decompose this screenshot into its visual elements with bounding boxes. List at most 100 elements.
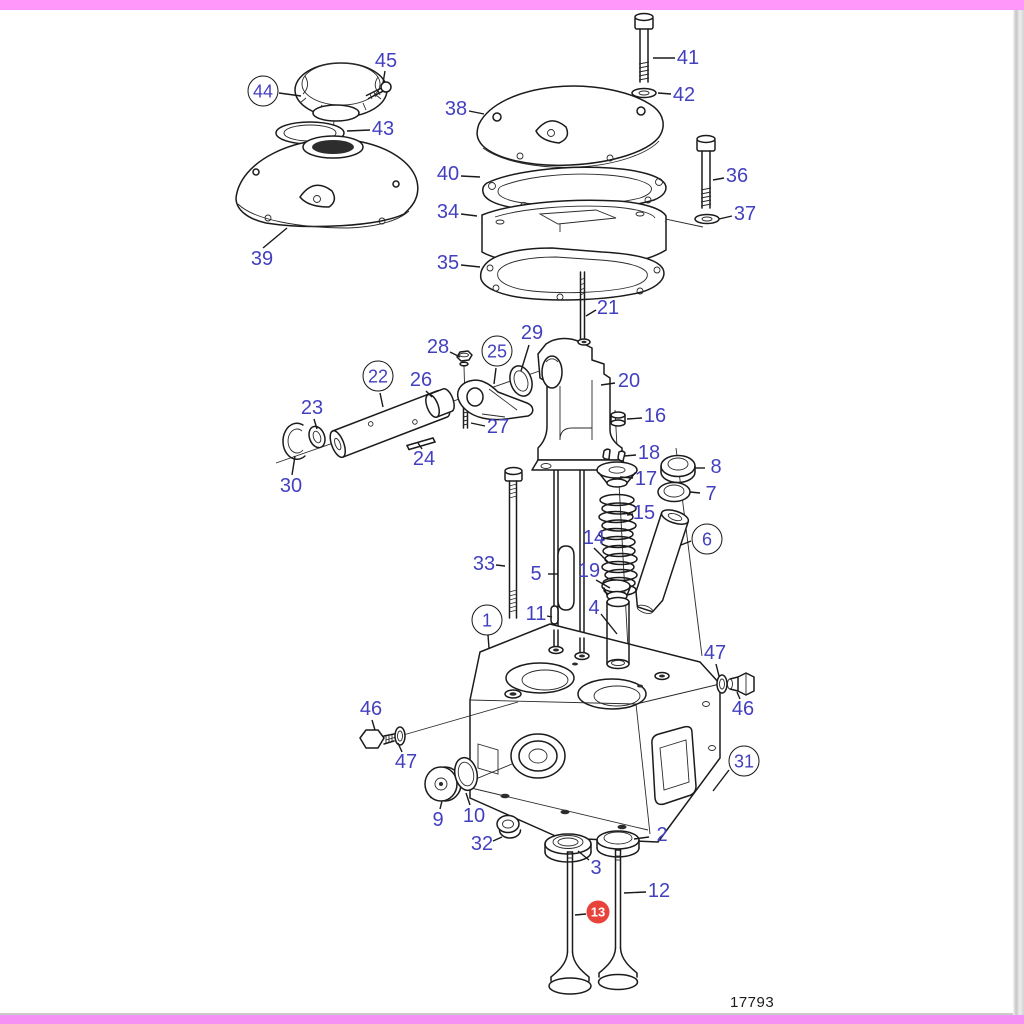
nut-28 xyxy=(456,350,473,402)
leader-line-7 xyxy=(689,491,701,494)
callout-27[interactable]: 27 xyxy=(486,416,510,438)
leader-line-14 xyxy=(593,547,609,563)
retaining-washer-30 xyxy=(282,422,306,460)
leader-line-47 xyxy=(397,742,403,753)
callout-33[interactable]: 33 xyxy=(472,553,496,575)
rocker-arm-25 xyxy=(456,379,534,421)
callout-29[interactable]: 29 xyxy=(520,322,544,344)
valve-cap-16 xyxy=(610,411,626,427)
callout-20[interactable]: 20 xyxy=(617,370,641,392)
callout-44[interactable]: 44 xyxy=(247,75,279,107)
callout-3[interactable]: 3 xyxy=(590,857,602,879)
callout-24[interactable]: 24 xyxy=(412,448,436,470)
callout-10[interactable]: 10 xyxy=(462,805,486,827)
callout-15[interactable]: 15 xyxy=(632,502,656,524)
callout-2[interactable]: 2 xyxy=(656,824,668,846)
washer-23 xyxy=(308,425,326,449)
callout-37[interactable]: 37 xyxy=(733,203,757,225)
callout-43[interactable]: 43 xyxy=(371,118,395,140)
callout-42[interactable]: 42 xyxy=(672,84,696,106)
bolt-33 xyxy=(504,466,523,619)
leader-line-38 xyxy=(468,110,485,115)
callout-13[interactable]: 13 xyxy=(586,900,610,924)
callout-36[interactable]: 36 xyxy=(725,165,749,187)
spring-seat-19 xyxy=(601,579,631,602)
stud-21 xyxy=(579,271,586,343)
callout-45[interactable]: 45 xyxy=(374,50,398,72)
leader-line-11 xyxy=(546,615,553,618)
leader-line-22 xyxy=(379,392,384,408)
leader-line-31 xyxy=(712,769,730,792)
leader-line-34 xyxy=(460,213,478,217)
leader-line-39 xyxy=(262,227,288,249)
leader-line-24 xyxy=(417,442,423,450)
callout-26[interactable]: 26 xyxy=(409,369,433,391)
callout-14[interactable]: 14 xyxy=(582,527,606,549)
cover-plug-9 xyxy=(424,766,462,802)
callout-34[interactable]: 34 xyxy=(436,201,460,223)
callout-1[interactable]: 1 xyxy=(471,604,503,636)
leader-line-33 xyxy=(495,564,506,567)
screw-45 xyxy=(365,81,392,100)
callout-28[interactable]: 28 xyxy=(426,336,450,358)
drawing-bottom-rule xyxy=(0,1013,1014,1015)
callout-6[interactable]: 6 xyxy=(691,523,723,555)
leader-line-46 xyxy=(371,719,376,731)
callout-17[interactable]: 17 xyxy=(634,468,658,490)
callout-16[interactable]: 16 xyxy=(643,405,667,427)
leader-line-25 xyxy=(493,367,497,385)
callout-7[interactable]: 7 xyxy=(705,483,717,505)
leader-line-40 xyxy=(460,175,481,178)
callout-18[interactable]: 18 xyxy=(637,442,661,464)
leader-line-6 xyxy=(680,540,692,546)
callout-11[interactable]: 11 xyxy=(525,603,547,625)
leader-line-28 xyxy=(449,351,461,358)
leader-line-36 xyxy=(712,177,725,181)
figure-number: 17793 xyxy=(730,994,775,1011)
leader-line-26 xyxy=(425,390,433,398)
window-right-edge xyxy=(1013,10,1024,1015)
callout-12[interactable]: 12 xyxy=(647,880,671,902)
callout-19[interactable]: 19 xyxy=(577,560,601,582)
callout-32[interactable]: 32 xyxy=(470,833,494,855)
callout-8[interactable]: 8 xyxy=(710,456,722,478)
callout-35[interactable]: 35 xyxy=(436,252,460,274)
cup-plug-32 xyxy=(496,814,522,839)
callout-23[interactable]: 23 xyxy=(300,397,324,419)
callout-46[interactable]: 46 xyxy=(359,698,383,720)
callout-30[interactable]: 30 xyxy=(279,475,303,497)
callout-40[interactable]: 40 xyxy=(436,163,460,185)
valve-keepers-18 xyxy=(602,448,626,462)
plug-46-right xyxy=(716,672,755,696)
stud-tips xyxy=(553,629,585,653)
leader-line-16 xyxy=(626,417,643,420)
callout-22[interactable]: 22 xyxy=(362,360,394,392)
leader-line-23 xyxy=(313,418,318,430)
gasket-35 xyxy=(479,247,665,301)
bolt-41-washer-42 xyxy=(631,12,657,99)
leader-line-1 xyxy=(487,634,490,649)
callout-21[interactable]: 21 xyxy=(596,297,620,319)
callout-47[interactable]: 47 xyxy=(394,751,418,773)
leader-line-9 xyxy=(439,800,443,810)
leader-line-21 xyxy=(585,309,597,317)
callout-5[interactable]: 5 xyxy=(530,563,542,585)
callout-38[interactable]: 38 xyxy=(444,98,468,120)
sleeve-5 xyxy=(557,545,575,611)
callout-31[interactable]: 31 xyxy=(728,745,760,777)
callout-46[interactable]: 46 xyxy=(731,698,755,720)
leader-line-12 xyxy=(623,891,647,894)
leader-line-32 xyxy=(492,836,503,842)
callout-4[interactable]: 4 xyxy=(588,597,600,619)
callout-25[interactable]: 25 xyxy=(481,335,513,367)
leader-line-18 xyxy=(623,454,637,457)
callout-47[interactable]: 47 xyxy=(703,642,727,664)
callout-39[interactable]: 39 xyxy=(250,248,274,270)
bolt-36-washer-37 xyxy=(694,134,720,225)
callout-9[interactable]: 9 xyxy=(432,809,444,831)
spring-retainer-17 xyxy=(596,461,638,488)
callout-41[interactable]: 41 xyxy=(676,47,700,69)
